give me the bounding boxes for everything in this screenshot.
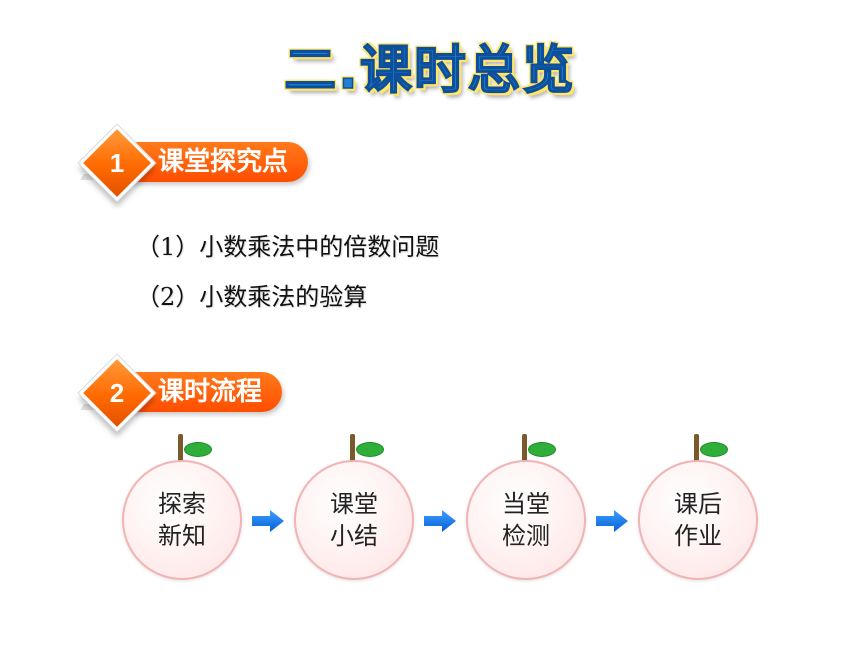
- leaf-icon: [184, 442, 212, 457]
- flow-step-summary: 课堂 小结: [294, 460, 414, 580]
- stem-icon: [350, 434, 355, 464]
- step-text-line1: 课后: [674, 490, 722, 518]
- point-list: （1）小数乘法中的倍数问题 （2）小数乘法的验算: [136, 222, 439, 322]
- section-header-2: 2 课时流程: [78, 354, 340, 432]
- stem-icon: [522, 434, 527, 464]
- step-text-line1: 当堂: [502, 490, 550, 518]
- right-arrow-icon: [424, 510, 456, 532]
- step-text-line2: 小结: [330, 522, 378, 550]
- step-text-line2: 新知: [158, 522, 206, 550]
- stem-icon: [178, 434, 183, 464]
- leaf-icon: [356, 442, 384, 457]
- section-number: 1: [109, 147, 125, 178]
- flow-step-test: 当堂 检测: [466, 460, 586, 580]
- page-title: 二.课时总览: [283, 40, 576, 102]
- point-item: （2）小数乘法的验算: [136, 283, 368, 311]
- section-number: 2: [109, 377, 125, 408]
- leaf-icon: [700, 442, 728, 457]
- point-item: （1）小数乘法中的倍数问题: [136, 233, 440, 261]
- step-text-line1: 探索: [158, 490, 206, 518]
- flow-step-homework: 课后 作业: [638, 460, 758, 580]
- step-text-line2: 检测: [502, 522, 550, 550]
- section-header-1: 1 课堂探究点: [78, 124, 340, 202]
- step-text-line2: 作业: [674, 522, 722, 550]
- step-text-line1: 课堂: [330, 490, 378, 518]
- process-flow: 探索 新知 课堂 小结 当堂 检测 课后 作业: [0, 430, 860, 590]
- right-arrow-icon: [252, 510, 284, 532]
- stem-icon: [694, 434, 699, 464]
- flow-step-explore: 探索 新知: [122, 460, 242, 580]
- leaf-icon: [528, 442, 556, 457]
- section-label: 课堂探究点: [126, 142, 309, 182]
- right-arrow-icon: [596, 510, 628, 532]
